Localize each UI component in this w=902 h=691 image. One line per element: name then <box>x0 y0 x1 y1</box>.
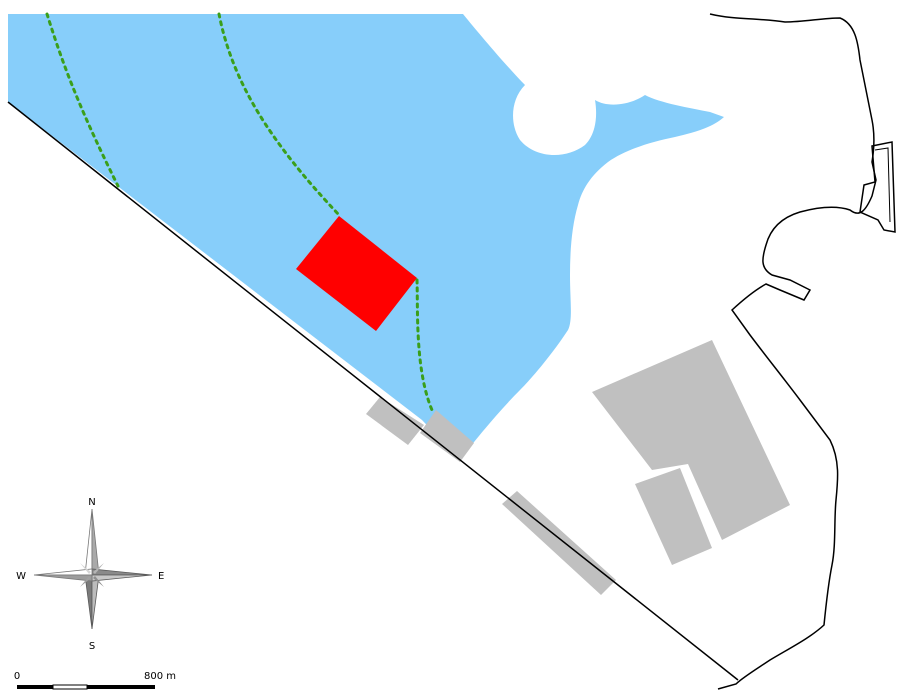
compass-diagonal-se <box>93 576 104 587</box>
water-area <box>8 14 724 460</box>
route-west[interactable] <box>45 12 120 188</box>
compass-label-south: S <box>89 641 95 652</box>
scale-bar-start-label: 0 <box>14 671 20 682</box>
port-structure <box>859 141 896 233</box>
highlighted-zone[interactable] <box>296 216 417 331</box>
scale-bar-segment-3 <box>87 685 155 689</box>
scale-bar-segment-1 <box>17 685 53 689</box>
building-medium <box>635 468 712 565</box>
scale-bar-end-label: 800 m <box>144 671 176 682</box>
route-center[interactable] <box>217 12 342 218</box>
scale-bar: 0 800 m <box>14 671 176 690</box>
land-boundary <box>709 13 877 690</box>
compass-label-north: N <box>88 497 95 508</box>
compass-diagonal-sw <box>80 576 91 587</box>
compass-label-east: E <box>158 571 164 582</box>
compass-diagonal-ne <box>93 563 104 574</box>
port-structure-inner <box>874 147 891 223</box>
building-pier-1 <box>366 397 424 445</box>
route-south[interactable] <box>415 278 434 412</box>
building-pier-2 <box>420 410 474 462</box>
compass-needle-west-shade <box>33 574 93 582</box>
scale-bar-segment-2 <box>52 684 88 690</box>
compass-label-west: W <box>16 571 26 582</box>
compass-diagonal-nw <box>80 563 91 574</box>
compass-rose: N S E W <box>16 497 164 652</box>
coastline-diagonal <box>7 101 739 681</box>
building-large <box>592 340 790 540</box>
building-pier-3 <box>502 491 616 595</box>
